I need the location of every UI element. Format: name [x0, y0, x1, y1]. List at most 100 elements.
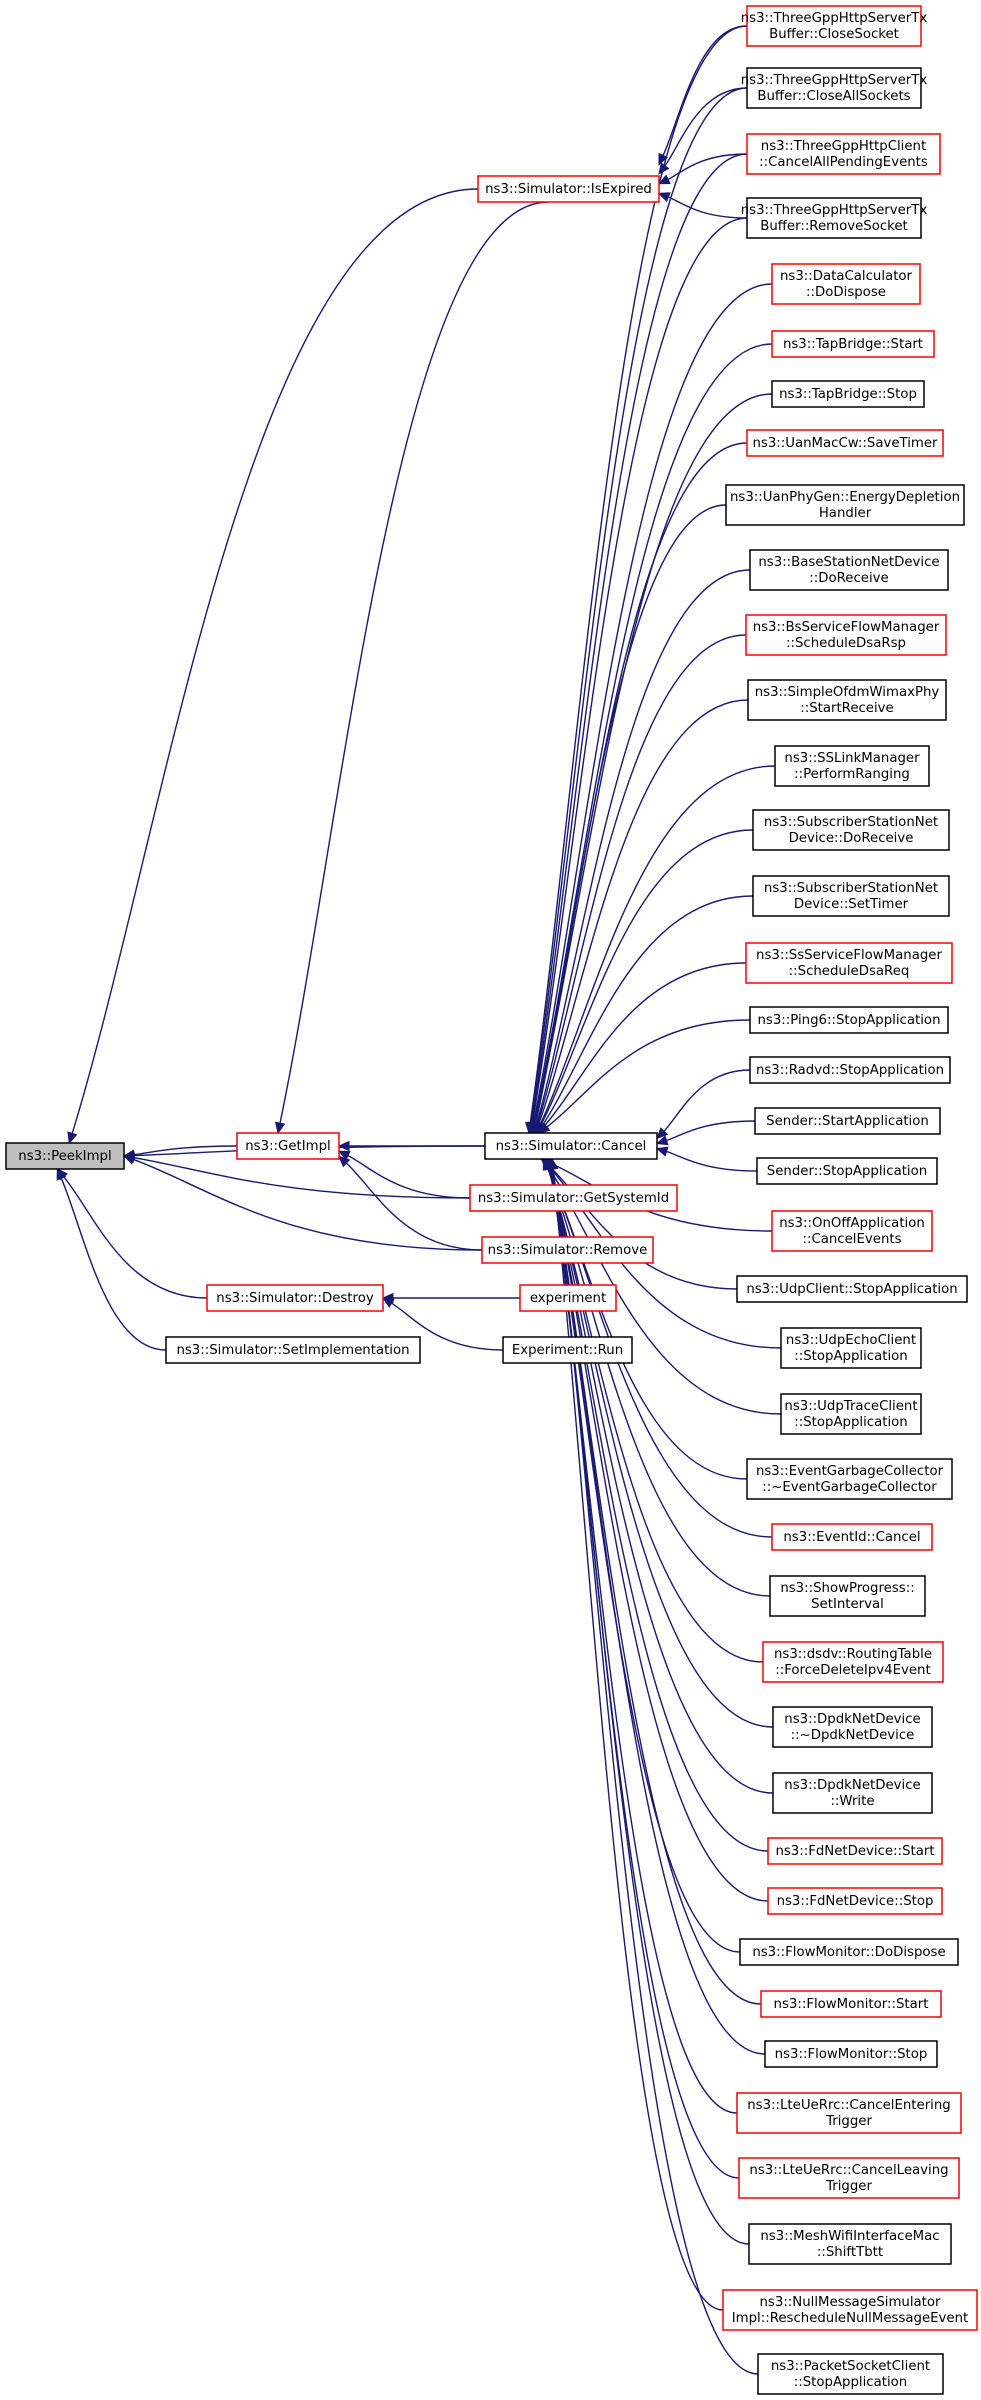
node-box[interactable] [502, 1336, 633, 1364]
node-box[interactable] [746, 429, 944, 457]
node-box[interactable] [769, 1575, 926, 1617]
node-box[interactable] [165, 1336, 421, 1364]
node-t40[interactable]: ns3::PacketSocketClient::StopApplication [757, 2353, 944, 2395]
node-box[interactable] [736, 2092, 962, 2134]
node-box[interactable] [767, 1887, 943, 1915]
node-box[interactable] [481, 1236, 654, 1264]
node-getimpl[interactable]: ns3::GetImpl [236, 1132, 340, 1160]
node-box[interactable] [752, 875, 950, 917]
node-t32[interactable]: ns3::FdNetDevice::Stop [767, 1887, 943, 1915]
node-box[interactable] [722, 2289, 978, 2331]
node-box[interactable] [771, 263, 921, 305]
node-box[interactable] [206, 1284, 384, 1312]
node-cancel[interactable]: ns3::Simulator::Cancel [484, 1132, 658, 1160]
node-box[interactable] [745, 942, 953, 984]
node-box[interactable] [772, 1706, 933, 1748]
node-t26[interactable]: ns3::EventId::Cancel [771, 1523, 933, 1551]
node-box[interactable] [736, 1275, 968, 1303]
node-getsysid[interactable]: ns3::Simulator::GetSystemId [469, 1184, 678, 1212]
node-t21[interactable]: ns3::OnOffApplication::CancelEvents [771, 1210, 933, 1252]
node-t23[interactable]: ns3::UdpEchoClient::StopApplication [780, 1327, 922, 1369]
node-box[interactable] [752, 809, 950, 851]
node-isexpired[interactable]: ns3::Simulator::IsExpired [477, 175, 660, 203]
node-t11[interactable]: ns3::BsServiceFlowManager::ScheduleDsaRs… [745, 614, 947, 656]
node-exprun[interactable]: Experiment::Run [502, 1336, 633, 1364]
node-box[interactable] [477, 175, 660, 203]
node-box[interactable] [519, 1284, 617, 1312]
node-t24[interactable]: ns3::UdpTraceClient::StopApplication [780, 1393, 922, 1435]
node-box[interactable] [780, 1393, 922, 1435]
node-box[interactable] [746, 1458, 953, 1500]
node-box[interactable] [767, 1837, 943, 1865]
node-box[interactable] [762, 1641, 944, 1683]
node-t15[interactable]: ns3::SubscriberStationNetDevice::SetTime… [752, 875, 950, 917]
node-t20[interactable]: Sender::StopApplication [756, 1157, 938, 1185]
node-destroy[interactable]: ns3::Simulator::Destroy [206, 1284, 384, 1312]
node-box[interactable] [771, 330, 935, 358]
node-box[interactable] [5, 1142, 125, 1170]
node-box[interactable] [746, 197, 922, 239]
node-t31[interactable]: ns3::FdNetDevice::Start [767, 1837, 943, 1865]
node-t13[interactable]: ns3::SSLinkManager::PerformRanging [774, 745, 930, 787]
node-t39[interactable]: ns3::NullMessageSimulatorImpl::Reschedul… [722, 2289, 978, 2331]
node-t25[interactable]: ns3::EventGarbageCollector::~EventGarbag… [746, 1458, 953, 1500]
node-t27[interactable]: ns3::ShowProgress::SetInterval [769, 1575, 926, 1617]
node-box[interactable] [771, 1210, 933, 1252]
node-setimpl[interactable]: ns3::Simulator::SetImplementation [165, 1336, 421, 1364]
node-box[interactable] [236, 1132, 340, 1160]
node-box[interactable] [745, 614, 947, 656]
node-box[interactable] [780, 1327, 922, 1369]
node-t30[interactable]: ns3::DpdkNetDevice::Write [772, 1772, 933, 1814]
node-box[interactable] [760, 1990, 942, 2018]
node-t5[interactable]: ns3::DataCalculator::DoDispose [771, 263, 921, 305]
node-t19[interactable]: Sender::StartApplication [754, 1107, 941, 1135]
node-t3[interactable]: ns3::ThreeGppHttpClient::CancelAllPendin… [746, 133, 941, 175]
node-t33[interactable]: ns3::FlowMonitor::DoDispose [739, 1938, 959, 1966]
node-t34[interactable]: ns3::FlowMonitor::Start [760, 1990, 942, 2018]
node-box[interactable] [764, 2040, 938, 2068]
node-t17[interactable]: ns3::Ping6::StopApplication [749, 1006, 949, 1034]
node-box[interactable] [749, 1056, 951, 1084]
node-box[interactable] [754, 1107, 941, 1135]
node-t38[interactable]: ns3::MeshWifiInterfaceMac::ShiftTbtt [748, 2223, 952, 2265]
node-t1[interactable]: ns3::ThreeGppHttpServerTxBuffer::CloseSo… [741, 5, 928, 47]
node-t8[interactable]: ns3::UanMacCw::SaveTimer [746, 429, 944, 457]
node-box[interactable] [746, 67, 922, 109]
node-box[interactable] [757, 2353, 944, 2395]
node-t14[interactable]: ns3::SubscriberStationNetDevice::DoRecei… [752, 809, 950, 851]
node-box[interactable] [774, 745, 930, 787]
node-t10[interactable]: ns3::BaseStationNetDevice::DoReceive [749, 549, 949, 591]
node-experiment[interactable]: experiment [519, 1284, 617, 1312]
node-box[interactable] [484, 1132, 658, 1160]
node-box[interactable] [725, 484, 965, 526]
node-t22[interactable]: ns3::UdpClient::StopApplication [736, 1275, 968, 1303]
node-box[interactable] [746, 5, 922, 47]
node-t12[interactable]: ns3::SimpleOfdmWimaxPhy::StartReceive [747, 679, 947, 721]
node-box[interactable] [747, 679, 947, 721]
node-box[interactable] [746, 133, 941, 175]
node-remove[interactable]: ns3::Simulator::Remove [481, 1236, 654, 1264]
node-peekimpl[interactable]: ns3::PeekImpl [5, 1142, 125, 1170]
node-t6[interactable]: ns3::TapBridge::Start [771, 330, 935, 358]
node-t18[interactable]: ns3::Radvd::StopApplication [749, 1056, 951, 1084]
node-box[interactable] [749, 1006, 949, 1034]
node-t35[interactable]: ns3::FlowMonitor::Stop [764, 2040, 938, 2068]
node-t16[interactable]: ns3::SsServiceFlowManager::ScheduleDsaRe… [745, 942, 953, 984]
node-box[interactable] [756, 1157, 938, 1185]
node-box[interactable] [772, 1772, 933, 1814]
node-t2[interactable]: ns3::ThreeGppHttpServerTxBuffer::CloseAl… [741, 67, 928, 109]
node-box[interactable] [771, 380, 925, 408]
node-box[interactable] [771, 1523, 933, 1551]
node-t28[interactable]: ns3::dsdv::RoutingTable::ForceDeleteIpv4… [762, 1641, 944, 1683]
node-box[interactable] [469, 1184, 678, 1212]
node-box[interactable] [749, 549, 949, 591]
node-box[interactable] [739, 1938, 959, 1966]
node-box[interactable] [748, 2223, 952, 2265]
node-t4[interactable]: ns3::ThreeGppHttpServerTxBuffer::RemoveS… [741, 197, 928, 239]
node-t7[interactable]: ns3::TapBridge::Stop [771, 380, 925, 408]
node-box[interactable] [738, 2157, 960, 2199]
node-t29[interactable]: ns3::DpdkNetDevice::~DpdkNetDevice [772, 1706, 933, 1748]
